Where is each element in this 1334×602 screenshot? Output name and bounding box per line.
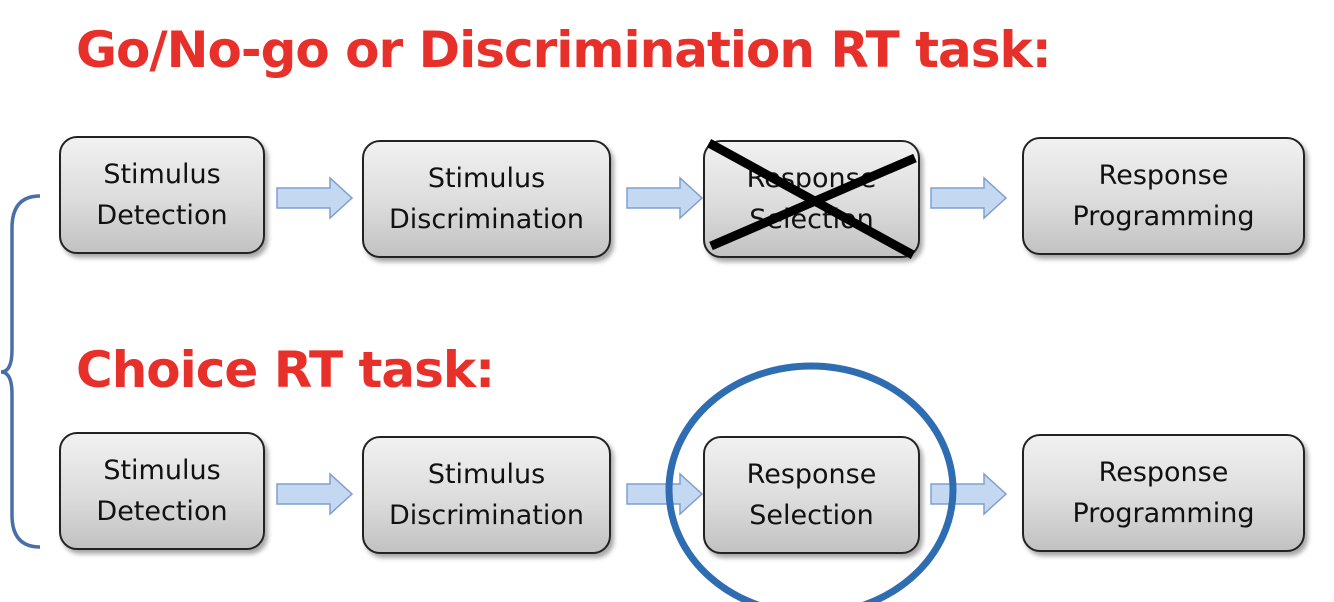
stage-label-line2: Programming	[1072, 201, 1255, 232]
stage-response-programming: Response Programming	[1022, 434, 1305, 552]
flow-arrow-icon	[930, 176, 1008, 220]
stage-label-line2: Discrimination	[389, 500, 584, 531]
stage-label-line1: Stimulus	[427, 459, 546, 490]
stage-label-line2: Detection	[96, 496, 228, 527]
flow-arrow-icon	[626, 176, 704, 220]
stage-response-programming: Response Programming	[1022, 137, 1305, 255]
stage-label-line1: Response	[1098, 457, 1229, 488]
stage-label-line1: Stimulus	[103, 455, 221, 486]
stage-response-selection: Response Selection	[703, 436, 920, 554]
stage-label-line1: Stimulus	[103, 159, 221, 190]
stage-stimulus-discrimination: Stimulus Discrimination	[362, 436, 611, 554]
stage-stimulus-discrimination: Stimulus Discrimination	[362, 140, 611, 258]
stage-label-line2: Discrimination	[389, 204, 584, 235]
stage-stimulus-detection: Stimulus Detection	[59, 136, 265, 254]
heading-go-nogo-task: Go/No-go or Discrimination RT task:	[76, 21, 1052, 79]
stage-label-line2: Detection	[96, 200, 228, 231]
heading-choice-rt-task: Choice RT task:	[76, 341, 495, 399]
stage-label-line2: Selection	[749, 500, 874, 531]
stage-label-line1: Response	[746, 459, 877, 490]
stage-stimulus-detection: Stimulus Detection	[59, 432, 265, 550]
stage-label-line1: Response	[1098, 160, 1229, 191]
stage-label-line1: Stimulus	[427, 163, 546, 194]
flow-arrow-icon	[276, 176, 354, 220]
stage-label-line2: Programming	[1072, 498, 1255, 529]
flow-arrow-icon	[626, 472, 704, 516]
flow-arrow-icon	[276, 472, 354, 516]
